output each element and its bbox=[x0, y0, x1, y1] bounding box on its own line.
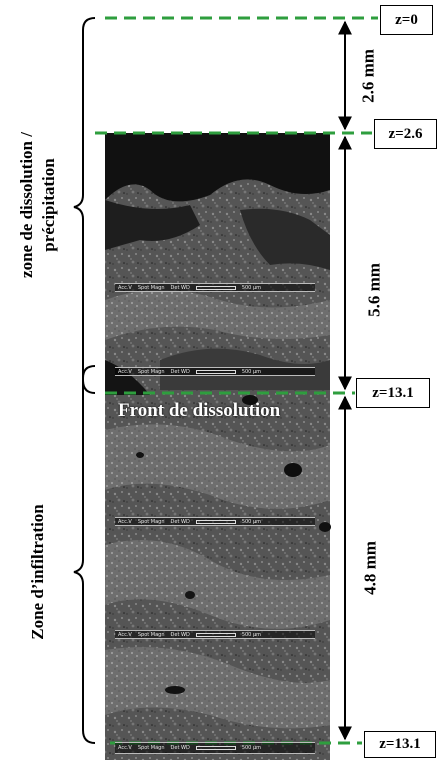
level-box-z0: z=0 bbox=[380, 5, 433, 35]
distance-label-4-8mm: 4.8 mm bbox=[360, 541, 380, 595]
zone-label-infiltration: Zone d’infiltration bbox=[27, 504, 47, 640]
distance-label-2-6mm: 2.6 mm bbox=[358, 49, 378, 103]
level-box-z2-6: z=2.6 bbox=[374, 119, 437, 149]
distance-label-5-6mm: 5.6 mm bbox=[364, 263, 384, 317]
sem-image-column bbox=[105, 133, 331, 760]
front-label: Front de dissolution bbox=[118, 400, 281, 421]
zone-label-dissolution: zone de dissolution / précipitation bbox=[16, 132, 58, 278]
brace-lower-zone bbox=[73, 365, 96, 744]
brace-upper-zone bbox=[73, 17, 96, 394]
level-box-z13-1-front: z=13.1 bbox=[356, 378, 430, 408]
level-box-z13-1-bottom: z=13.1 bbox=[364, 731, 436, 758]
